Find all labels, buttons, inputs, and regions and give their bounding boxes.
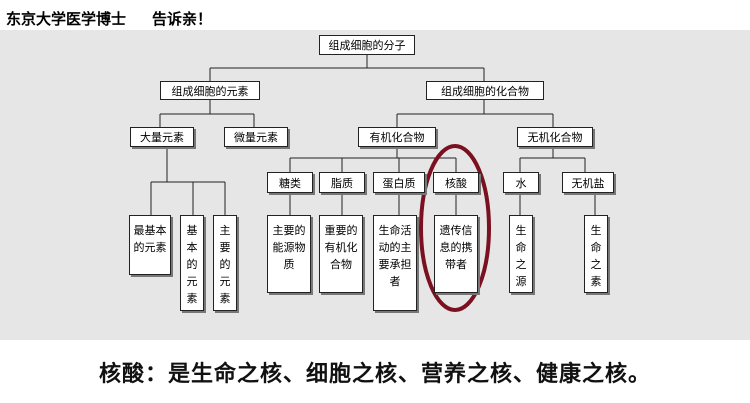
node-water: 水: [503, 172, 539, 193]
header: 东京大学医学博士 告诉亲！: [6, 8, 212, 32]
diagram-area: 组成细胞的分子 组成细胞的元素 组成细胞的化合物 大量元素 微量元素 有机化合物…: [0, 0, 750, 340]
leaf-element-of-life: 生命之素: [584, 215, 608, 293]
node-inorganic-compounds: 无机化合物: [517, 127, 593, 147]
leaf-energy-source: 主要的能源物质: [267, 215, 311, 293]
leaf-most-basic-element: 最基本的元素: [129, 215, 171, 275]
node-salts: 无机盐: [562, 172, 614, 193]
connector-lines: [150, 55, 596, 312]
leaf-life-activity: 生命活动的主要承担者: [373, 215, 417, 311]
node-elements: 组成细胞的元素: [160, 81, 260, 100]
leaf-source-of-life: 生命之源: [509, 215, 533, 293]
header-subtitle: 告诉亲！: [152, 10, 213, 28]
leaf-basic-element: 基本的元素: [180, 215, 204, 311]
node-macro-elements: 大量元素: [130, 127, 194, 147]
node-organic-compounds: 有机化合物: [358, 127, 436, 147]
leaf-main-element: 主要的元素: [213, 215, 237, 311]
header-title: 东京大学医学博士: [6, 10, 127, 28]
node-sugars: 糖类: [267, 172, 313, 193]
node-root: 组成细胞的分子: [319, 35, 415, 55]
node-micro-elements: 微量元素: [224, 127, 288, 147]
node-compounds: 组成细胞的化合物: [426, 81, 544, 100]
footer: 核酸：是生命之核、细胞之核、营养之核、健康之核。: [0, 340, 750, 403]
footer-caption: 核酸：是生命之核、细胞之核、营养之核、健康之核。: [98, 362, 651, 387]
highlight-ellipse: [419, 144, 491, 312]
leaf-important-organic: 重要的有机化合物: [319, 215, 363, 293]
leaf-genetic-carrier: 遗传信息的携带者: [434, 215, 478, 293]
node-lipids: 脂质: [319, 172, 365, 193]
node-protein: 蛋白质: [373, 172, 425, 193]
node-nucleic-acid: 核酸: [433, 172, 479, 193]
